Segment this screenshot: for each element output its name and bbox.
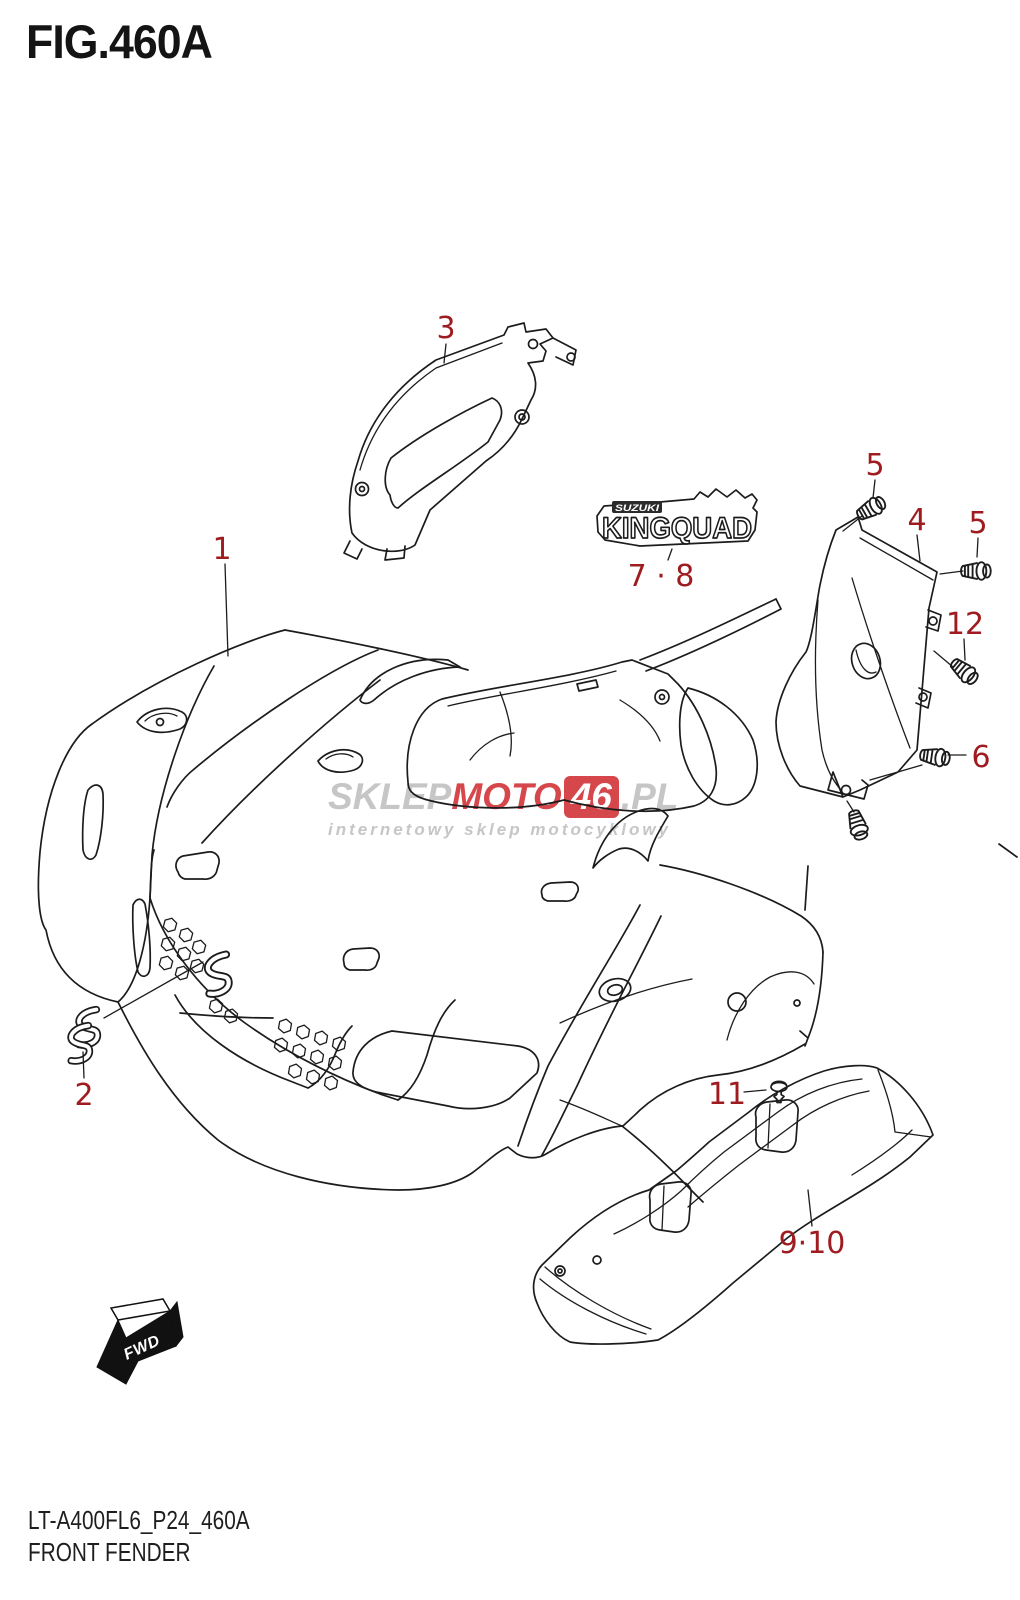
kingquad-badge-drawing: SUZUKI KINGQUAD xyxy=(596,488,758,547)
figure-title: FIG.460A xyxy=(26,15,213,68)
leader-lines xyxy=(82,343,979,1227)
callout-3: 3 xyxy=(436,311,455,346)
badge-brand-text: SUZUKI xyxy=(615,503,659,514)
watermark-moto: MOTO xyxy=(451,776,562,817)
callout-labels: 1 2 3 4 5 5 6 7 · 8 9·10 11 12 xyxy=(74,311,990,1261)
callout-2: 2 xyxy=(74,1078,93,1113)
footer-title: FRONT FENDER xyxy=(28,1537,191,1567)
callout-1: 1 xyxy=(212,532,231,567)
callout-12: 12 xyxy=(946,607,984,642)
side-panel-drawing xyxy=(775,516,942,800)
callout-9-10: 9·10 xyxy=(779,1226,846,1261)
upper-panel-drawing xyxy=(343,322,577,561)
bolt-5-right-icon xyxy=(960,561,992,581)
callout-7-8: 7 · 8 xyxy=(628,559,695,594)
callout-5-left: 5 xyxy=(865,448,884,483)
lower-fender-drawing xyxy=(532,1064,934,1345)
watermark-subtitle: internetowy sklep motocyklowy xyxy=(328,820,672,839)
bolt-12-icon xyxy=(946,654,983,689)
fwd-arrow: FWD xyxy=(96,1298,184,1385)
front-fender-drawing xyxy=(37,598,1018,1203)
callout-6: 6 xyxy=(971,740,990,775)
bolt-6-icon xyxy=(918,745,952,769)
callout-5-right: 5 xyxy=(968,506,987,541)
callout-4: 4 xyxy=(907,503,926,538)
footer-code: LT-A400FL6_P24_460A xyxy=(28,1505,250,1535)
footer: LT-A400FL6_P24_460A FRONT FENDER xyxy=(28,1504,305,1568)
watermark-46-badge: 46 xyxy=(563,776,619,818)
watermark-sklep: SKLEP xyxy=(328,776,452,817)
callout-11: 11 xyxy=(708,1077,746,1112)
grille-emblem xyxy=(199,954,236,996)
badge-model-text: KINGQUAD xyxy=(602,512,752,545)
emblem-drawing xyxy=(63,1009,104,1062)
screw-bottom-icon xyxy=(843,807,872,843)
